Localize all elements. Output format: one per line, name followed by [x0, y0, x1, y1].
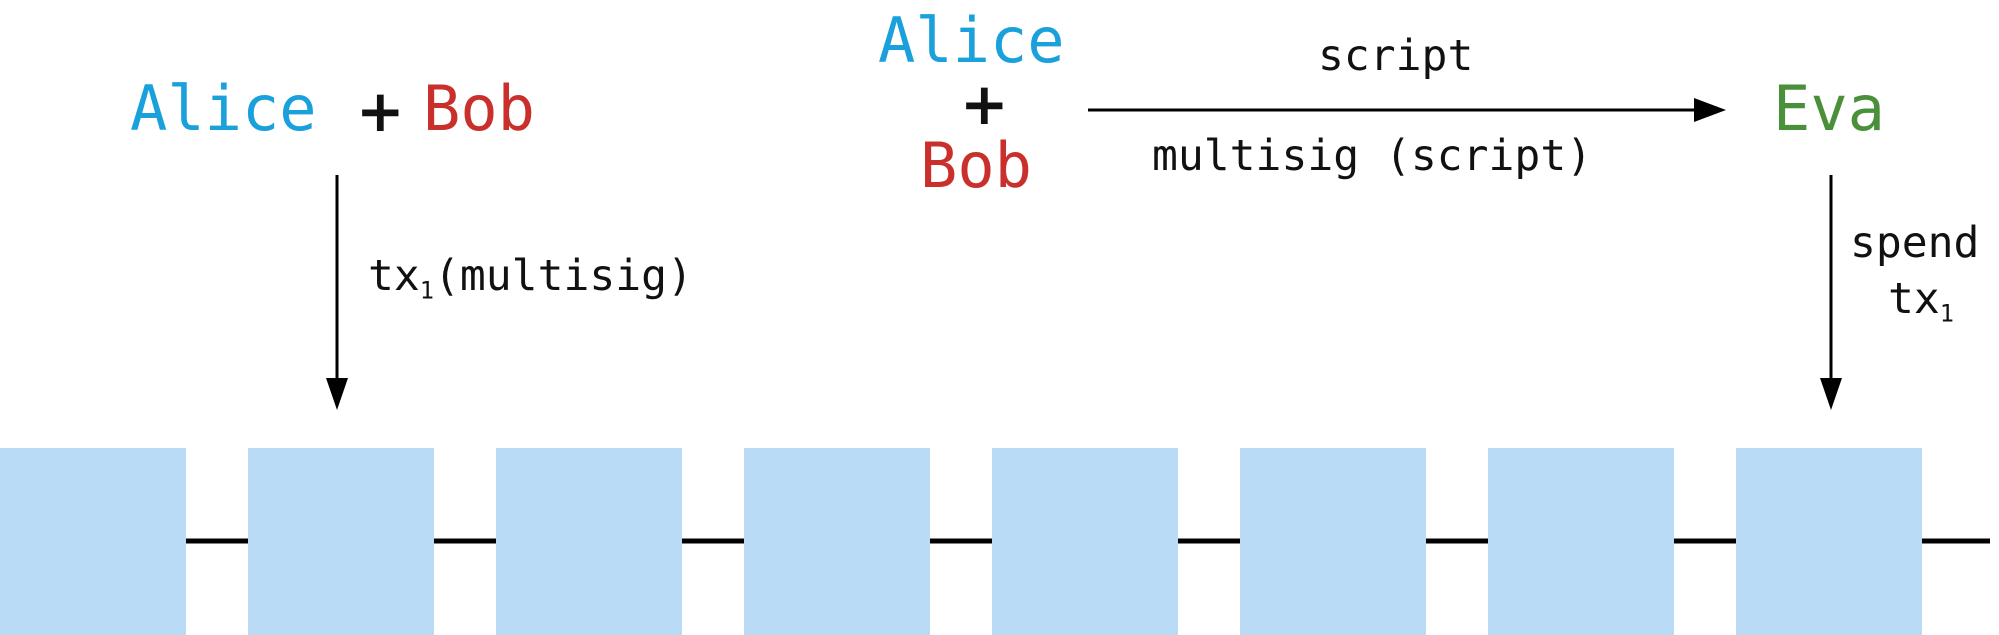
right-plus-sign: +	[960, 70, 1009, 138]
tx-multisig-label: tx1(multisig)	[368, 255, 693, 303]
right-bob-label: Bob	[920, 129, 1032, 202]
block-4	[744, 448, 930, 635]
tx-label-suffix: (multisig)	[434, 251, 693, 301]
block-2	[248, 448, 434, 635]
block-6	[1240, 448, 1426, 635]
tx-label-subscript: 1	[419, 276, 435, 305]
block-5	[992, 448, 1178, 635]
left-down-arrow	[326, 175, 348, 410]
left-bob-label: Bob	[423, 72, 535, 145]
left-alice-label: Alice	[130, 72, 317, 145]
arrow-label-multisig-script: multisig (script)	[1152, 131, 1593, 181]
spend-tx-subscript: 1	[1939, 299, 1955, 328]
block-1	[0, 448, 186, 635]
spend-tx-main: tx	[1888, 274, 1940, 324]
block-7	[1488, 448, 1674, 635]
script-arrow	[1088, 98, 1726, 122]
eva-label: Eva	[1773, 72, 1885, 145]
left-plus-sign: +	[356, 77, 405, 145]
spend-label-line1: spend	[1850, 218, 1980, 268]
block-3	[496, 448, 682, 635]
arrow-label-script: script	[1318, 31, 1474, 81]
tx-label-main: tx	[368, 251, 420, 301]
spend-tx-label: tx1	[1888, 278, 1954, 326]
eva-down-arrow	[1820, 175, 1842, 410]
block-8	[1736, 448, 1922, 635]
right-alice-label: Alice	[878, 4, 1065, 77]
